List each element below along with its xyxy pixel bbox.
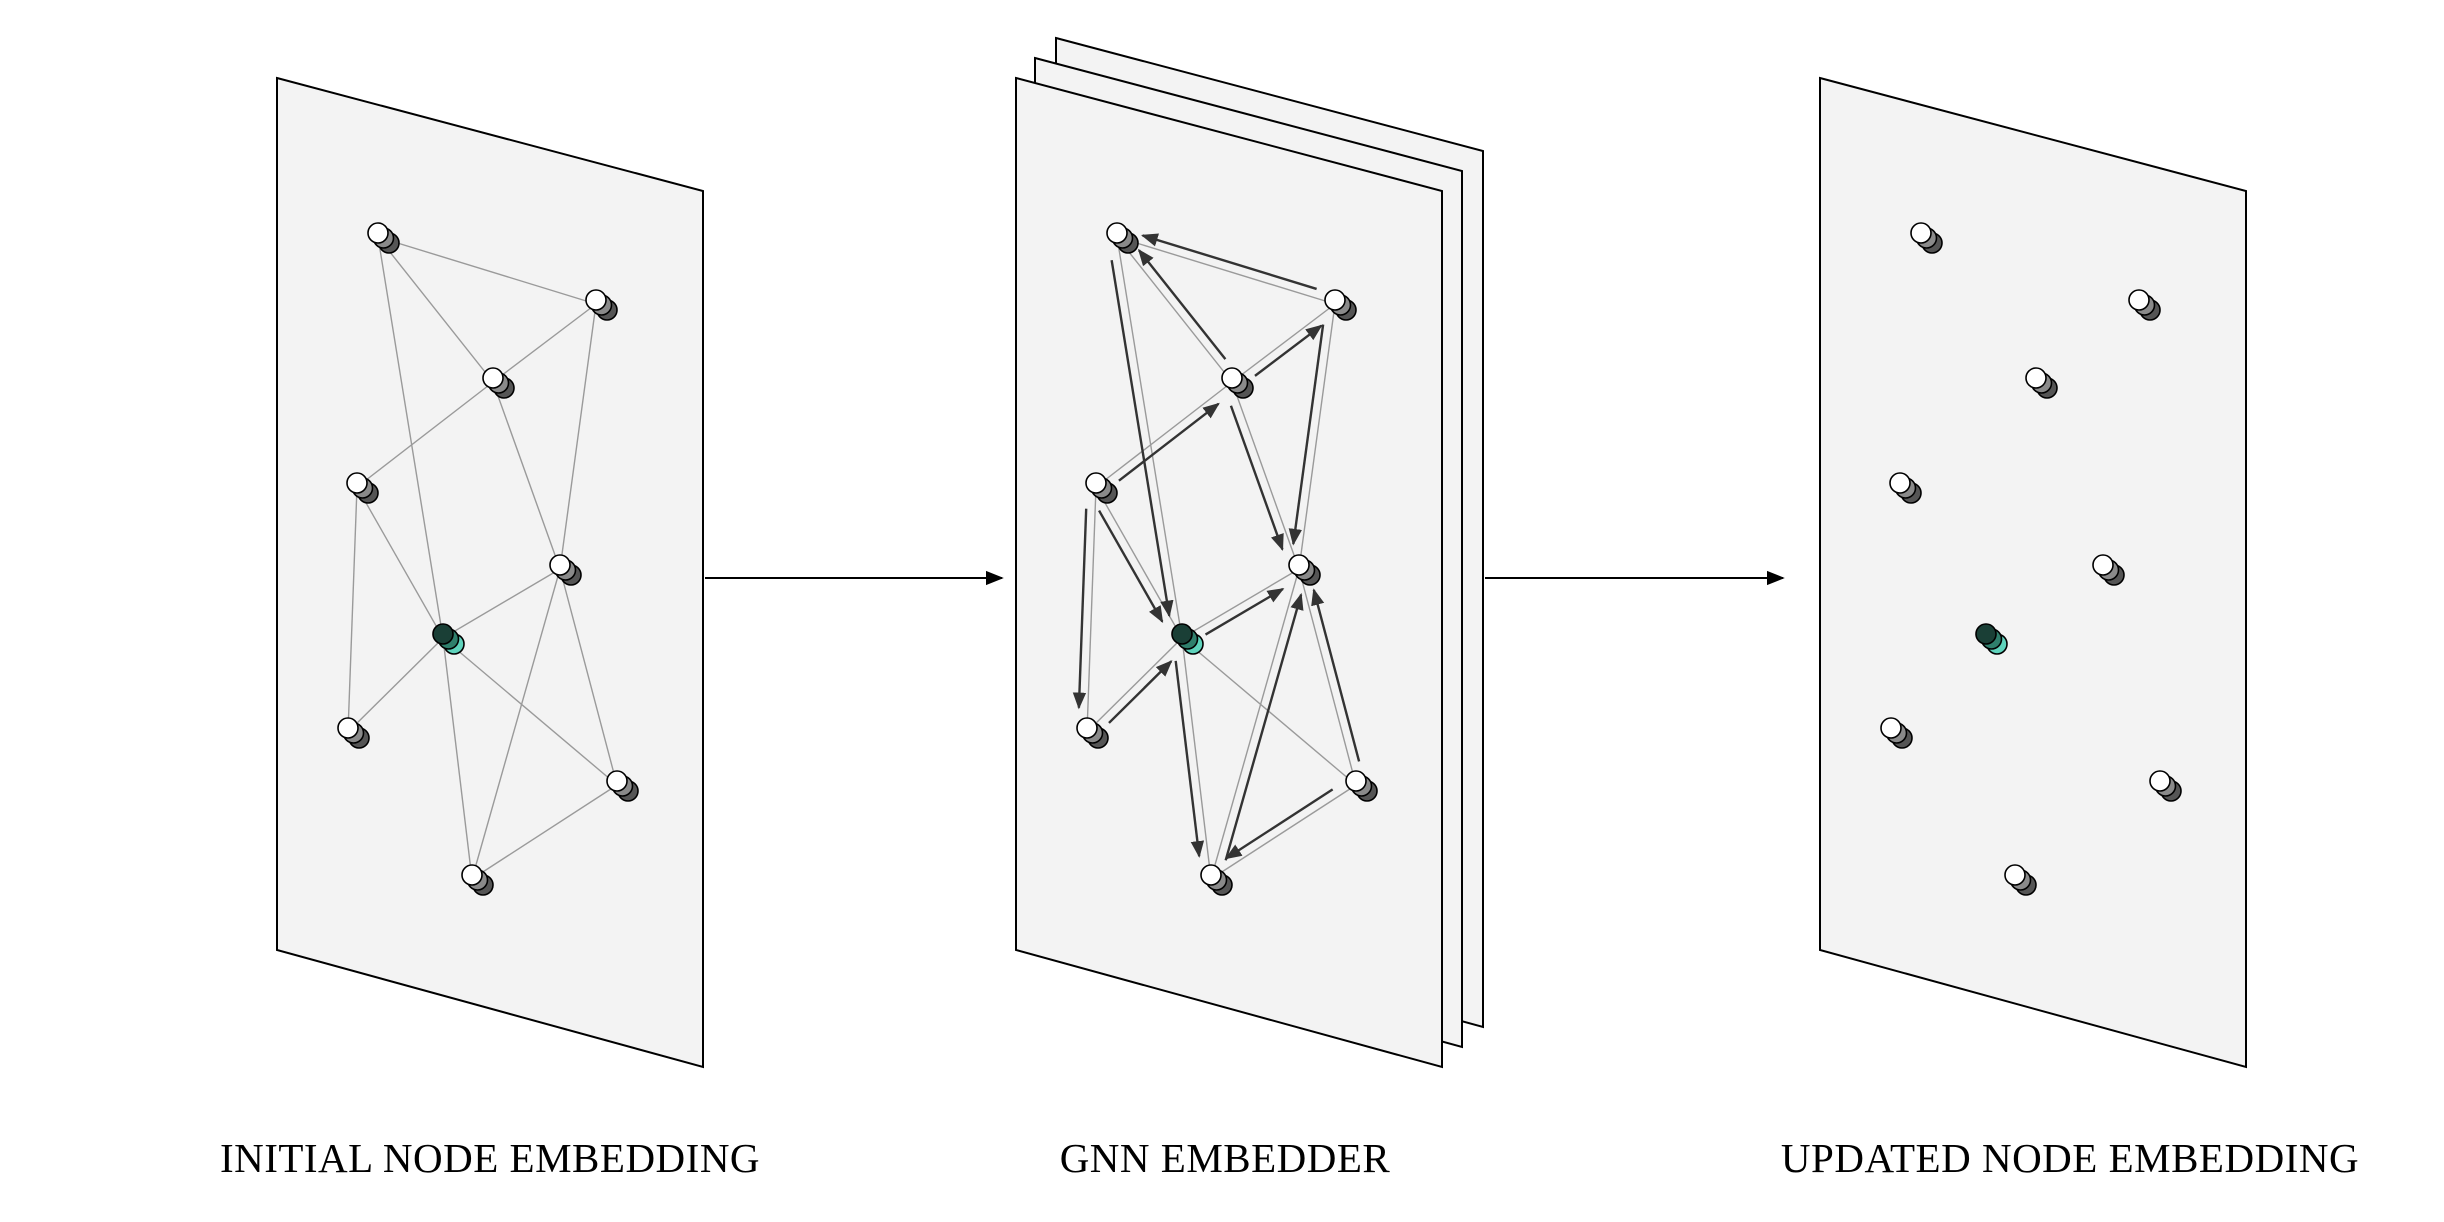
graph-node (461, 864, 494, 896)
updated-nodes (1880, 222, 2182, 896)
graph-node (1889, 472, 1922, 504)
graph-edge (492, 381, 561, 570)
target-node (1171, 623, 1204, 655)
graph-edge (1086, 486, 1097, 733)
initial-edges (347, 236, 618, 880)
graph-node (1345, 770, 1378, 802)
gnn-embedder-label: GNN EMBEDDER (1059, 1135, 1391, 1181)
updated-embedding-panel (1819, 76, 2247, 1069)
initial-embedding-panel (276, 76, 704, 1069)
graph-node (1106, 222, 1139, 254)
graph-edge (442, 637, 618, 786)
graph-node (549, 554, 582, 586)
message-arrow (1098, 509, 1164, 624)
graph-edge (471, 568, 561, 880)
message-arrow (1140, 233, 1317, 291)
message-arrow (1118, 402, 1220, 482)
message-arrow (1108, 660, 1173, 724)
graph-node (2025, 367, 2058, 399)
message-arrow (1254, 324, 1323, 377)
graph-node (1085, 472, 1118, 504)
graph-edge (356, 381, 494, 488)
graph-edge (1231, 381, 1300, 570)
graph-node (346, 472, 379, 504)
updated-embedding-label: UPDATED NODE EMBEDDING (1780, 1135, 2360, 1181)
graph-edge (377, 236, 597, 305)
graph-node (367, 222, 400, 254)
graph-edge (1298, 568, 1357, 786)
graph-edge (1116, 236, 1233, 383)
graph-edge (377, 236, 494, 383)
initial-panel-plane (276, 76, 704, 1069)
message-arrow (1204, 587, 1285, 636)
graph-node (2128, 289, 2161, 321)
graph-node (1221, 367, 1254, 399)
graph-node (1076, 717, 1109, 749)
graph-edge (442, 637, 473, 880)
message-arrow (1224, 592, 1304, 861)
message-arrow (1311, 588, 1361, 762)
graph-node (1880, 717, 1913, 749)
updated-panel-plane (1819, 76, 2247, 1069)
graph-node (2092, 554, 2125, 586)
graph-node (1288, 554, 1321, 586)
graph-node (1200, 864, 1233, 896)
graph-node (585, 289, 618, 321)
graph-node (606, 770, 639, 802)
message-arrow (1288, 324, 1325, 546)
graph-edge (1210, 784, 1357, 880)
graph-edge (471, 784, 618, 880)
initial-embedding-label: INITIAL NODE EMBEDDING (219, 1135, 761, 1181)
graph-node (2004, 864, 2037, 896)
message-arrow (1137, 248, 1227, 360)
message-arrow (1224, 788, 1334, 860)
initial-nodes (337, 222, 639, 896)
gnn-nodes (1076, 222, 1378, 896)
graph-edge (347, 637, 444, 733)
graph-edge (1116, 236, 1336, 305)
graph-node (482, 367, 515, 399)
graph-edge (492, 303, 597, 383)
graph-edge (1181, 637, 1212, 880)
graph-edge (377, 236, 444, 639)
graph-edge (1210, 568, 1300, 880)
graph-edge (1298, 303, 1336, 570)
message-arrow (1072, 508, 1088, 710)
graph-edge (347, 486, 358, 733)
message-arrow (1229, 405, 1284, 552)
gnn-layer-front (1015, 76, 1443, 1069)
gnn-message-arrows (1072, 233, 1361, 861)
graph-edge (442, 568, 561, 639)
graph-node (337, 717, 370, 749)
graph-edge (559, 568, 618, 786)
message-arrow (1174, 660, 1205, 858)
target-node (1975, 623, 2008, 655)
graph-edge (1116, 236, 1183, 639)
gnn-edges (1086, 236, 1357, 880)
graph-edge (1095, 381, 1233, 488)
graph-edge (356, 486, 444, 639)
graph-edge (1181, 568, 1300, 639)
graph-edge (1086, 637, 1183, 733)
graph-node (2149, 770, 2182, 802)
target-node (432, 623, 465, 655)
gnn-embedder-panel (1015, 36, 1484, 1069)
graph-edge (1231, 303, 1336, 383)
graph-node (1910, 222, 1943, 254)
message-arrow (1110, 259, 1174, 618)
graph-node (1324, 289, 1357, 321)
graph-edge (559, 303, 597, 570)
